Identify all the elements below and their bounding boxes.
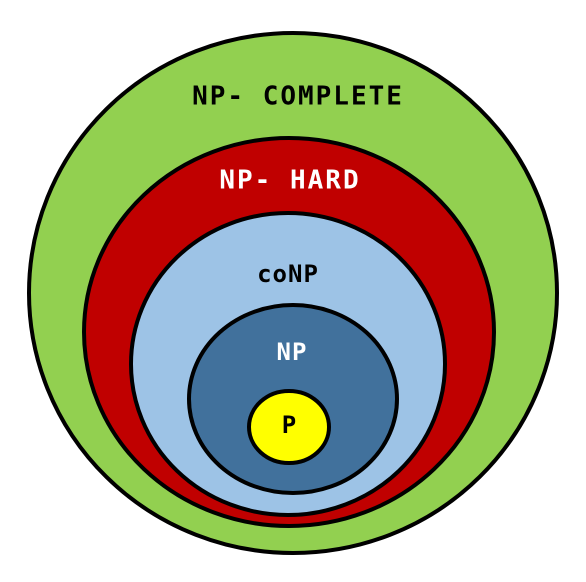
np-hard-label: NP- HARD <box>219 166 360 196</box>
conp-label: coNP <box>257 260 319 288</box>
p-label: P <box>282 411 296 439</box>
np-complete-label: NP- COMPLETE <box>192 82 404 112</box>
np-label: NP <box>277 338 308 366</box>
p-region <box>247 389 331 465</box>
